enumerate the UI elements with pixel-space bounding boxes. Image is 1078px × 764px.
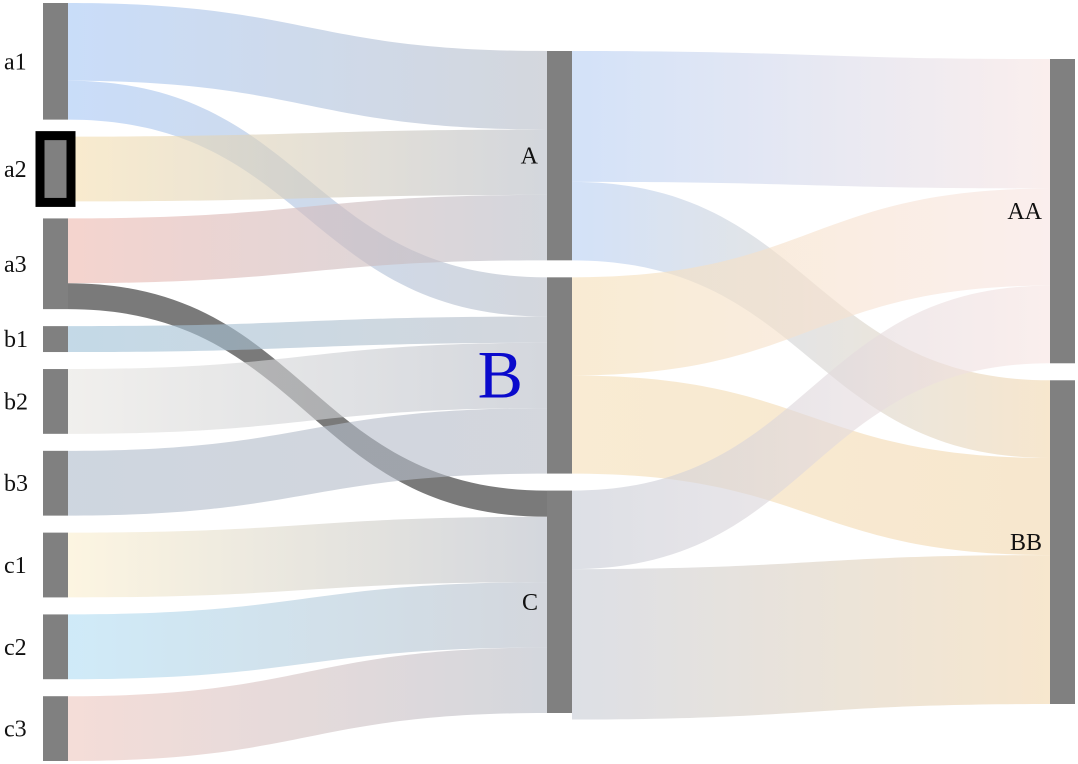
label-B: B <box>478 336 523 412</box>
link-C-BB[interactable] <box>572 555 1050 720</box>
link-c1-C[interactable] <box>68 516 547 598</box>
link-a3-A[interactable] <box>68 194 547 284</box>
label-a2: a2 <box>4 157 27 183</box>
link-B-AA[interactable] <box>572 188 1050 376</box>
node-c2[interactable] <box>43 614 68 680</box>
label-c2: c2 <box>4 635 27 661</box>
label-c3: c3 <box>4 717 27 743</box>
label-a1: a1 <box>4 49 27 75</box>
node-BB[interactable] <box>1050 380 1075 704</box>
link-C-AA[interactable] <box>572 285 1050 570</box>
node-c1[interactable] <box>43 532 68 598</box>
link-a2-A[interactable] <box>68 129 547 202</box>
node-B[interactable] <box>547 277 572 474</box>
node-b2[interactable] <box>43 369 68 434</box>
link-A-AA[interactable] <box>572 51 1050 189</box>
nodes-layer <box>35 3 1075 761</box>
node-a2[interactable] <box>43 136 68 202</box>
node-C[interactable] <box>547 490 572 713</box>
link-b3-B[interactable] <box>68 408 547 516</box>
link-b2-B[interactable] <box>68 342 547 434</box>
node-a3[interactable] <box>43 218 68 310</box>
label-c1: c1 <box>4 553 27 579</box>
links-layer <box>68 3 1050 761</box>
link-c3-C[interactable] <box>68 647 547 761</box>
link-b1-B[interactable] <box>68 316 547 353</box>
label-C: C <box>522 590 538 616</box>
label-A: A <box>521 144 539 170</box>
labels-layer: a1 a2 a3 b1 b2 b3 c1 c2 c3 A B C AA BB <box>4 49 1043 742</box>
label-BB: BB <box>1010 530 1042 556</box>
label-a3: a3 <box>4 252 27 278</box>
label-b1: b1 <box>4 327 28 353</box>
node-b1[interactable] <box>43 326 68 353</box>
label-b3: b3 <box>4 471 28 497</box>
node-a1[interactable] <box>43 3 68 120</box>
label-b2: b2 <box>4 389 28 415</box>
node-b3[interactable] <box>43 450 68 516</box>
link-a1-A[interactable] <box>68 3 547 130</box>
node-A[interactable] <box>547 51 572 261</box>
node-c3[interactable] <box>43 696 68 761</box>
node-a2-highlight <box>35 131 76 207</box>
label-AA: AA <box>1007 199 1042 225</box>
link-c2-C[interactable] <box>68 582 547 680</box>
node-AA[interactable] <box>1050 59 1075 364</box>
